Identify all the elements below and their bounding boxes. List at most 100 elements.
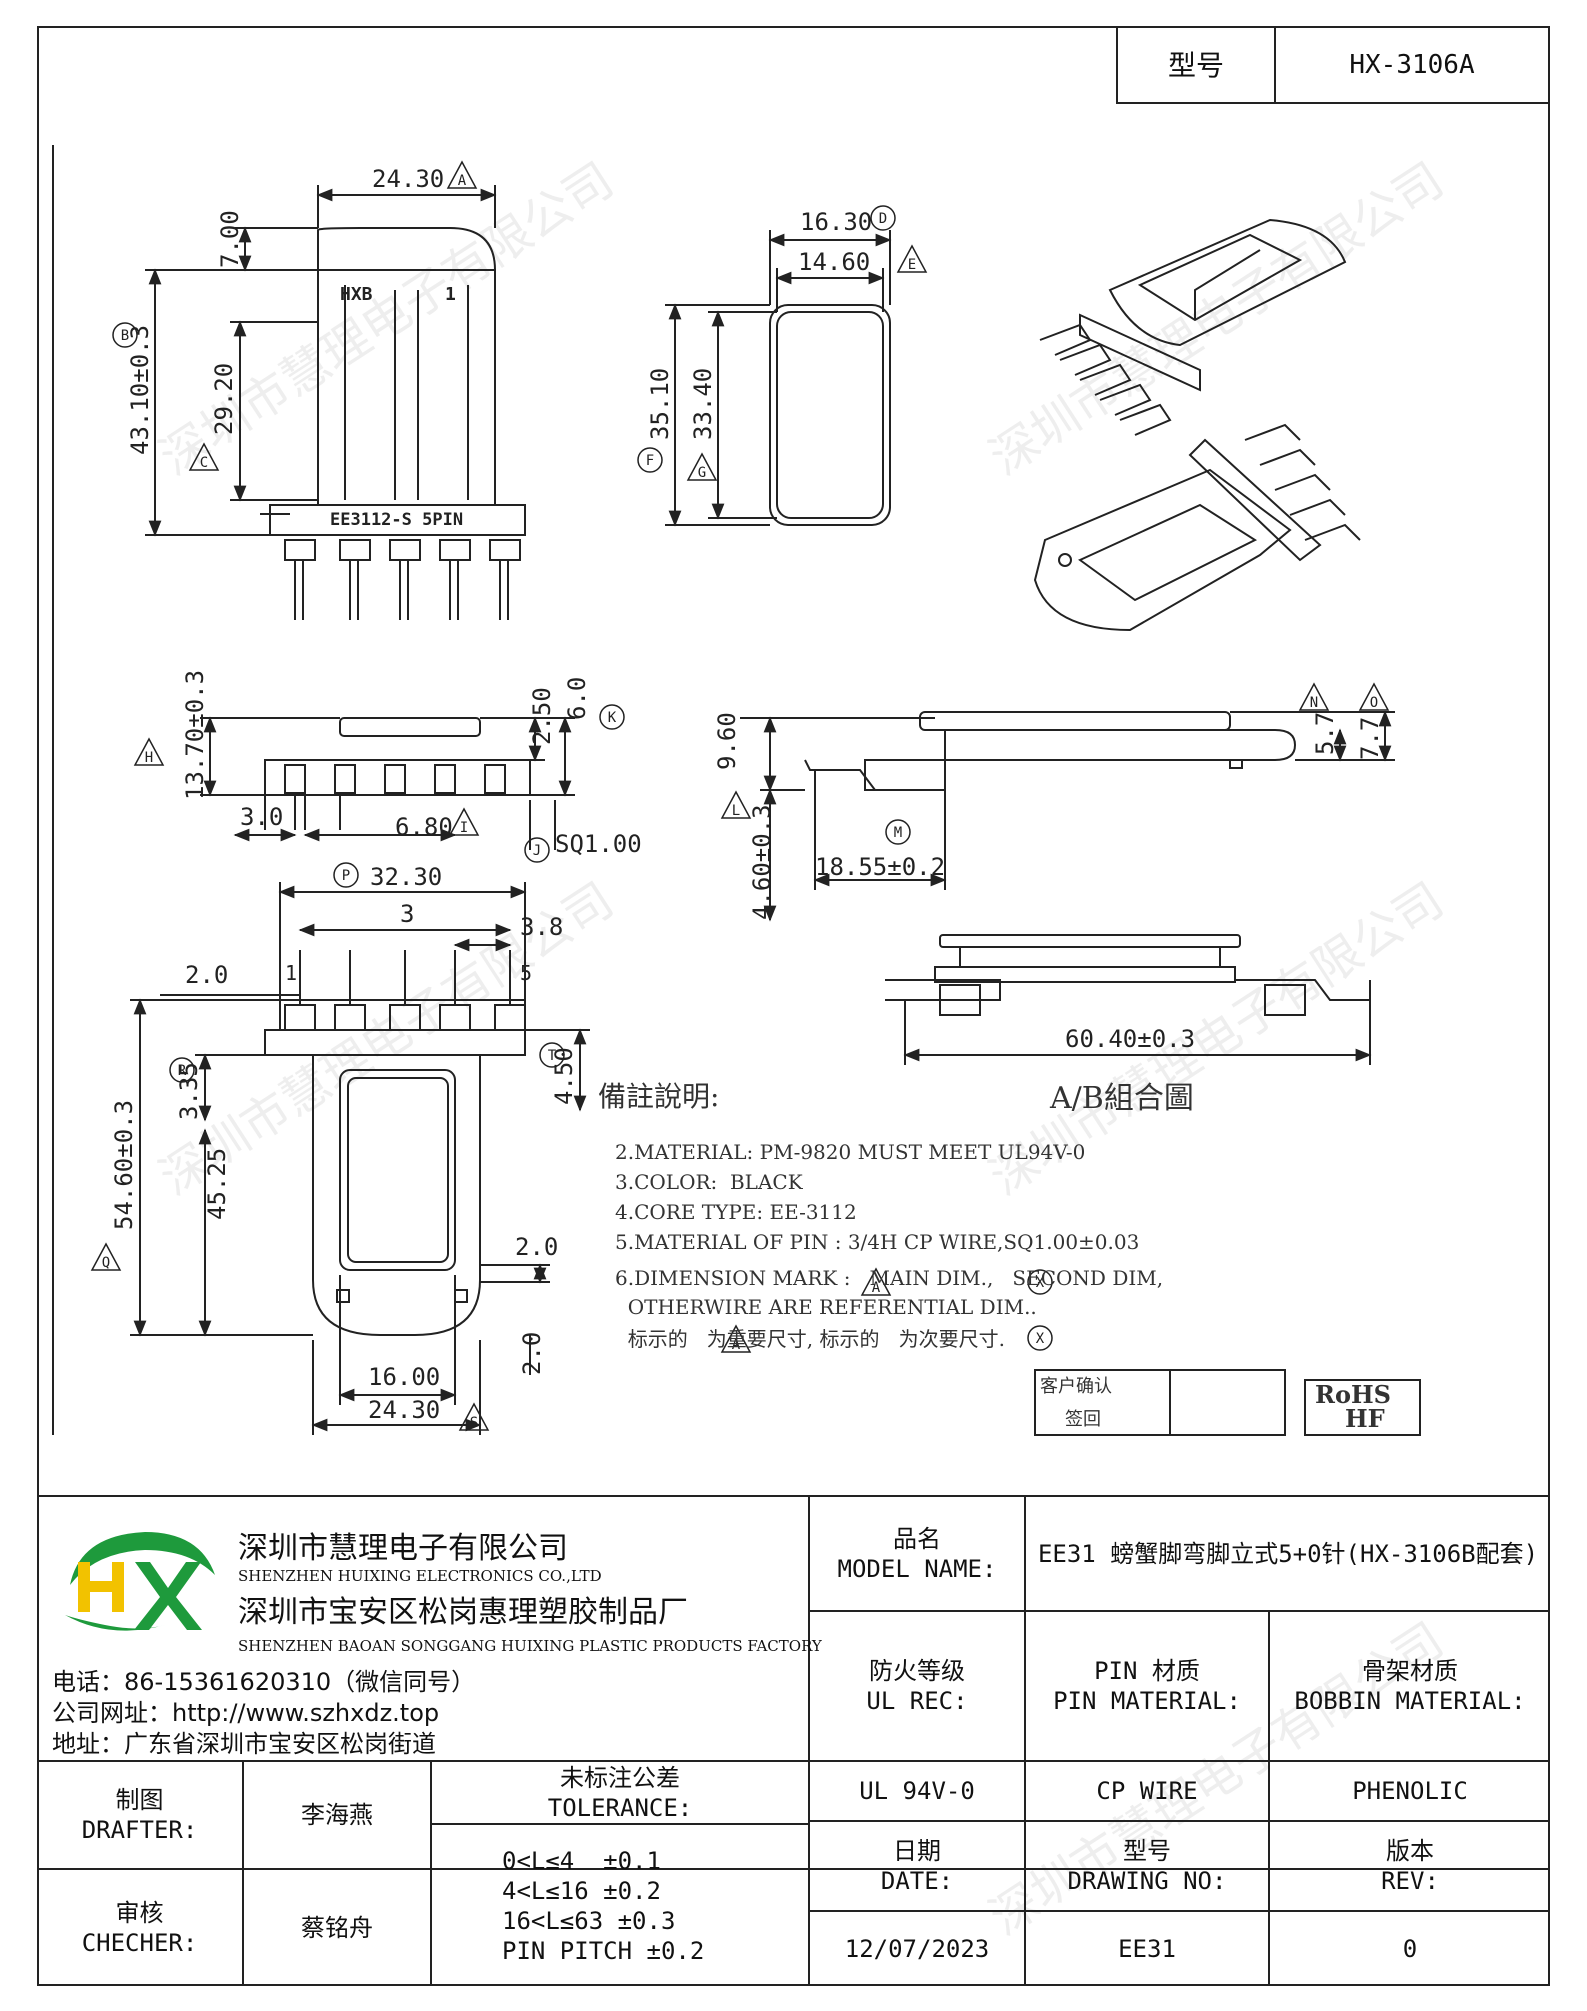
ul-label-en: UL REC:: [866, 1687, 968, 1715]
title-block-top-line: [37, 1495, 1550, 1497]
customer-confirm-label: 客户确认: [1040, 1376, 1112, 1397]
drawing-no-label-cn: 型号: [1123, 1837, 1171, 1865]
dim-r-1855: 18.55±0.2: [815, 853, 945, 881]
dim-side-250: 2.50: [528, 687, 556, 745]
dim-bottom-2430: 24.30: [368, 1396, 440, 1424]
note-line-3: 3.COLOR: BLACK: [615, 1170, 803, 1194]
title-block-line: [242, 1760, 244, 1986]
technical-drawing: 24.30 43.10±0.3 7.00 29.20 HXB 1 EE3112-…: [52, 145, 1421, 1436]
drafter-value-text: 李海燕: [301, 1801, 373, 1829]
note-line-6c: 标示的 为重要尺寸, 标示的 为次要尺寸.: [615, 1327, 1005, 1351]
dim-side-680: 6.80: [395, 813, 453, 841]
rohs-label: RoHS: [1315, 1380, 1391, 1409]
tag-l: L: [732, 803, 740, 819]
dim-side-30: 3.0: [240, 803, 283, 831]
tag-e: E: [908, 257, 916, 273]
date-value-text: 12/07/2023: [844, 1935, 990, 1963]
dim-front-top: 7.00: [216, 210, 244, 268]
checker-label-cn: 审核: [115, 1899, 164, 1927]
dim-bottom-20c: 2.0: [518, 1332, 546, 1375]
checker-value: 蔡铭舟: [244, 1870, 430, 1986]
company-phone: 电话：86-15361620310（微信同号）: [52, 1668, 476, 1696]
notes-heading: 備註說明:: [598, 1080, 720, 1113]
model-name-label-cn: 品名: [893, 1524, 941, 1553]
pin-value: CP WIRE: [1026, 1762, 1268, 1820]
company-name-cn: 深圳市慧理电子有限公司: [238, 1531, 568, 1566]
dim-bottom-height: 54.60±0.3: [110, 1100, 138, 1230]
drawing-no-label-en: DRAWING NO:: [1067, 1867, 1227, 1895]
dim-front-height: 43.10±0.3: [126, 325, 154, 455]
pin-value-text: CP WIRE: [1096, 1777, 1198, 1805]
bobbin-label-cn: 骨架材质: [1362, 1657, 1458, 1685]
dim-r-960: 9.60: [713, 712, 741, 770]
checker-value-text: 蔡铭舟: [301, 1914, 373, 1942]
dim-front-width: 24.30: [372, 165, 444, 193]
company-address: 地址：广东省深圳市宝安区松岗街道: [52, 1730, 436, 1758]
tag-a: A: [458, 173, 467, 189]
date-label-cn: 日期: [893, 1837, 941, 1865]
title-block-line: [430, 1823, 810, 1825]
rev-label-cn: 版本: [1386, 1837, 1434, 1865]
part-mark: EE3112-S 5PIN: [330, 510, 463, 530]
title-block-line: [1024, 1495, 1026, 1986]
factory-name-en: SHENZHEN BAOAN SONGGANG HUIXING PLASTIC …: [238, 1637, 822, 1655]
pin-label-cn: PIN 材质: [1094, 1657, 1200, 1685]
dim-bottom-4525: 45.25: [203, 1148, 231, 1220]
dim-bottom-pin5: 5: [520, 961, 532, 985]
dim-r-460: 4.60±0.3: [748, 804, 776, 920]
bobbin-value-text: PHENOLIC: [1352, 1777, 1468, 1805]
note-line-6: 6.DIMENSION MARK : MAIN DIM., SECOND DIM…: [615, 1266, 1164, 1290]
dim-side-60: 6.0: [563, 677, 591, 720]
dim-bottom-38: 3.8: [520, 913, 563, 941]
company-website: 公司网址：http://www.szhxdz.top: [52, 1699, 440, 1727]
tag-m: M: [894, 825, 902, 841]
title-block-line: [1268, 1610, 1270, 1986]
dim-side-height: 13.70±0.3: [181, 670, 209, 800]
checker-label: 审核 CHECHER:: [37, 1870, 242, 1986]
rev-label: 版本 REV:: [1270, 1822, 1550, 1910]
dim-inner-height: 33.40: [689, 368, 717, 440]
tag-s: S: [470, 1415, 478, 1431]
tolerance-label-en: TOLERANCE:: [547, 1793, 693, 1822]
title-block-line: [37, 1760, 1550, 1762]
drawing-no-label: 型号 DRAWING NO:: [1026, 1822, 1268, 1910]
drawing-no-value-text: EE31: [1118, 1935, 1176, 1963]
title-block-line: [430, 1760, 432, 1986]
dim-front-inner: 29.20: [210, 363, 238, 435]
tag-second-x: X: [1036, 1275, 1045, 1291]
model-value: HX-3106A: [1349, 49, 1475, 80]
rev-label-en: REV:: [1381, 1867, 1439, 1895]
ul-label-cn: 防火等级: [869, 1657, 965, 1685]
bobbin-label: 骨架材质 BOBBIN MATERIAL:: [1270, 1612, 1550, 1760]
tolerance-values: 0<L≤4 ±0.1 4<L≤16 ±0.2 16<L≤63 ±0.3 PIN …: [432, 1825, 808, 1986]
tag-b: B: [121, 328, 129, 344]
tolerance-label: 未标注公差 TOLERANCE:: [432, 1762, 808, 1823]
rev-value-text: 0: [1402, 1935, 1418, 1963]
dim-bottom-335: 3.35: [175, 1062, 203, 1120]
dim-inner-width: 14.60: [798, 248, 870, 276]
company-logo: [65, 1532, 215, 1631]
dim-outer-height: 35.10: [646, 368, 674, 440]
title-block-line: [810, 1610, 1550, 1612]
model-name-value-text: EE31 螃蟹脚弯脚立式5+0针(HX-3106B配套): [1037, 1539, 1539, 1568]
drafter-label-en: DRAFTER:: [81, 1816, 198, 1844]
tolerance-line-1: 0<L≤4 ±0.1: [502, 1846, 661, 1875]
drafter-label: 制图 DRAFTER:: [37, 1762, 242, 1868]
tolerance-label-cn: 未标注公差: [560, 1763, 680, 1792]
tag-main-a: A: [872, 1280, 881, 1296]
tag-cn-a: A: [732, 1337, 741, 1353]
checker-label-en: CHECHER:: [81, 1929, 198, 1957]
note-line-4: 4.CORE TYPE: EE-3112: [615, 1200, 857, 1224]
dim-outer-width: 16.30: [800, 208, 872, 236]
dim-assembly-length: 60.40±0.3: [1065, 1025, 1195, 1053]
date-value: 12/07/2023: [810, 1912, 1024, 1986]
title-block-line: [37, 1868, 1550, 1870]
ul-label: 防火等级 UL REC:: [810, 1612, 1024, 1760]
drafter-value: 李海燕: [244, 1762, 430, 1868]
dim-bottom-20: 2.0: [185, 961, 228, 989]
model-value-box: HX-3106A: [1274, 26, 1550, 104]
tag-h: H: [145, 750, 153, 766]
tag-n: N: [1310, 695, 1318, 711]
tag-p: P: [342, 868, 350, 884]
drawing-frame: [37, 26, 1550, 1986]
